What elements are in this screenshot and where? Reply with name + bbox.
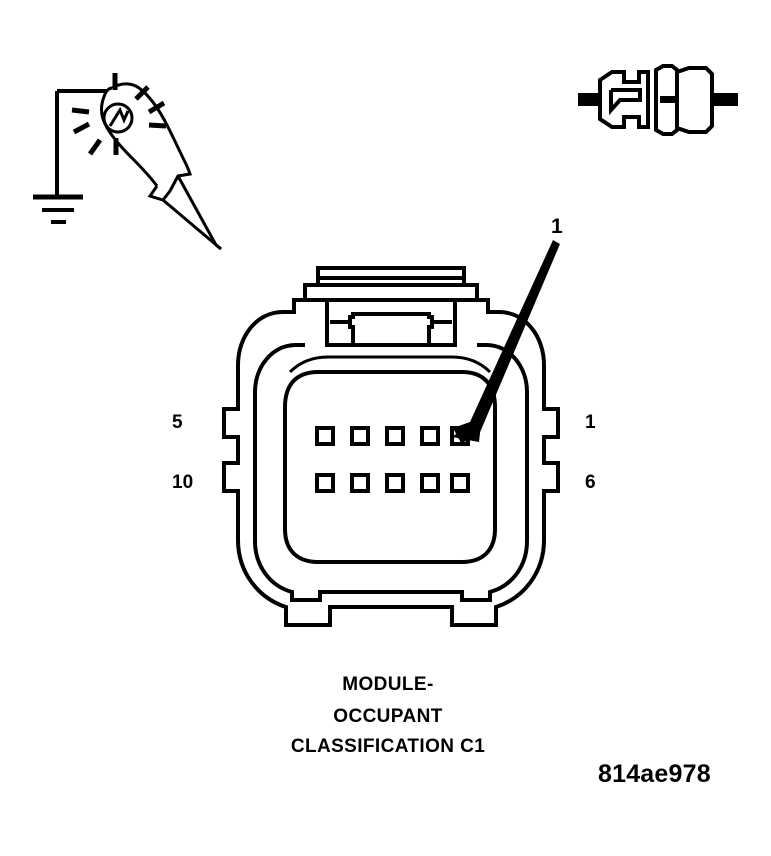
light-ray-sw bbox=[87, 138, 103, 156]
inline-connector-group bbox=[578, 64, 738, 136]
light-rays-group bbox=[71, 73, 167, 156]
light-ray-e-upper bbox=[147, 100, 166, 115]
callout-number-1: 1 bbox=[551, 215, 563, 238]
connector-middle-shell bbox=[253, 343, 529, 602]
probe-collar bbox=[147, 159, 192, 202]
inline-connector-blade bbox=[609, 88, 642, 116]
cavity-pin-5[interactable] bbox=[315, 426, 335, 446]
caption-line-2: OCCUPANT bbox=[333, 706, 442, 727]
probe-body-left-edge bbox=[100, 93, 159, 187]
light-ray-w-upper bbox=[71, 107, 90, 115]
cavity-pin-4[interactable] bbox=[350, 426, 370, 446]
connector-latch-shoulder bbox=[303, 276, 479, 302]
pin-label-top-right: 1 bbox=[585, 412, 596, 433]
probe-tip-edge-2 bbox=[176, 175, 218, 246]
lamp-icon bbox=[102, 102, 134, 134]
probe-collar-right bbox=[168, 159, 192, 192]
inline-connector-male-housing bbox=[598, 70, 650, 129]
probe-body bbox=[100, 82, 186, 187]
connector-cavity-block bbox=[283, 370, 497, 564]
cavity-pin-3[interactable] bbox=[385, 426, 405, 446]
probe-tip-edge-1 bbox=[162, 198, 222, 251]
lamp-bulb-circle bbox=[102, 102, 134, 134]
connector-face-group bbox=[222, 266, 560, 627]
callout-arrow-head bbox=[452, 415, 482, 442]
light-ray-e-lower bbox=[148, 122, 167, 129]
pin-label-bottom-left: 10 bbox=[172, 472, 193, 493]
probe-tip-point bbox=[215, 243, 222, 251]
caption-line-1: MODULE- bbox=[342, 674, 433, 695]
cavity-pin-8[interactable] bbox=[385, 473, 405, 493]
light-ray-w-lower bbox=[72, 121, 91, 135]
figure-id-label: 814ae978 bbox=[598, 760, 711, 788]
inline-connector-right-wire bbox=[712, 93, 738, 106]
caption-line-3: CLASSIFICATION C1 bbox=[291, 736, 485, 757]
connector-latch-tab bbox=[348, 312, 434, 345]
lamp-filament bbox=[108, 106, 130, 127]
light-ray-ne bbox=[134, 85, 150, 101]
probe-collar-left bbox=[147, 185, 172, 202]
test-light-probe-group bbox=[33, 73, 222, 251]
probe-body-right-edge bbox=[111, 82, 186, 161]
probe-tip bbox=[162, 175, 222, 251]
connector-cavity-chamfer bbox=[288, 355, 492, 374]
callout-arrow-shaft bbox=[453, 240, 560, 443]
pin-label-top-left: 5 bbox=[172, 412, 183, 433]
connector-latch-box bbox=[325, 298, 457, 347]
probe-body-top-cap bbox=[103, 86, 113, 95]
cavity-pin-6[interactable] bbox=[450, 473, 470, 493]
cavity-pin-2[interactable] bbox=[420, 426, 440, 446]
callout-arrow-group bbox=[452, 240, 560, 443]
inline-connector-slot bbox=[660, 96, 675, 103]
cavity-grid bbox=[315, 426, 470, 493]
ground-symbol bbox=[33, 89, 107, 224]
cavity-pin-10[interactable] bbox=[315, 473, 335, 493]
inline-connector-female-housing bbox=[675, 66, 714, 134]
cavity-pin-7[interactable] bbox=[420, 473, 440, 493]
connector-outer-shell bbox=[222, 298, 560, 627]
pin-label-bottom-right: 6 bbox=[585, 472, 596, 493]
cavity-pin-9[interactable] bbox=[350, 473, 370, 493]
inline-connector-left-wire bbox=[578, 93, 600, 106]
